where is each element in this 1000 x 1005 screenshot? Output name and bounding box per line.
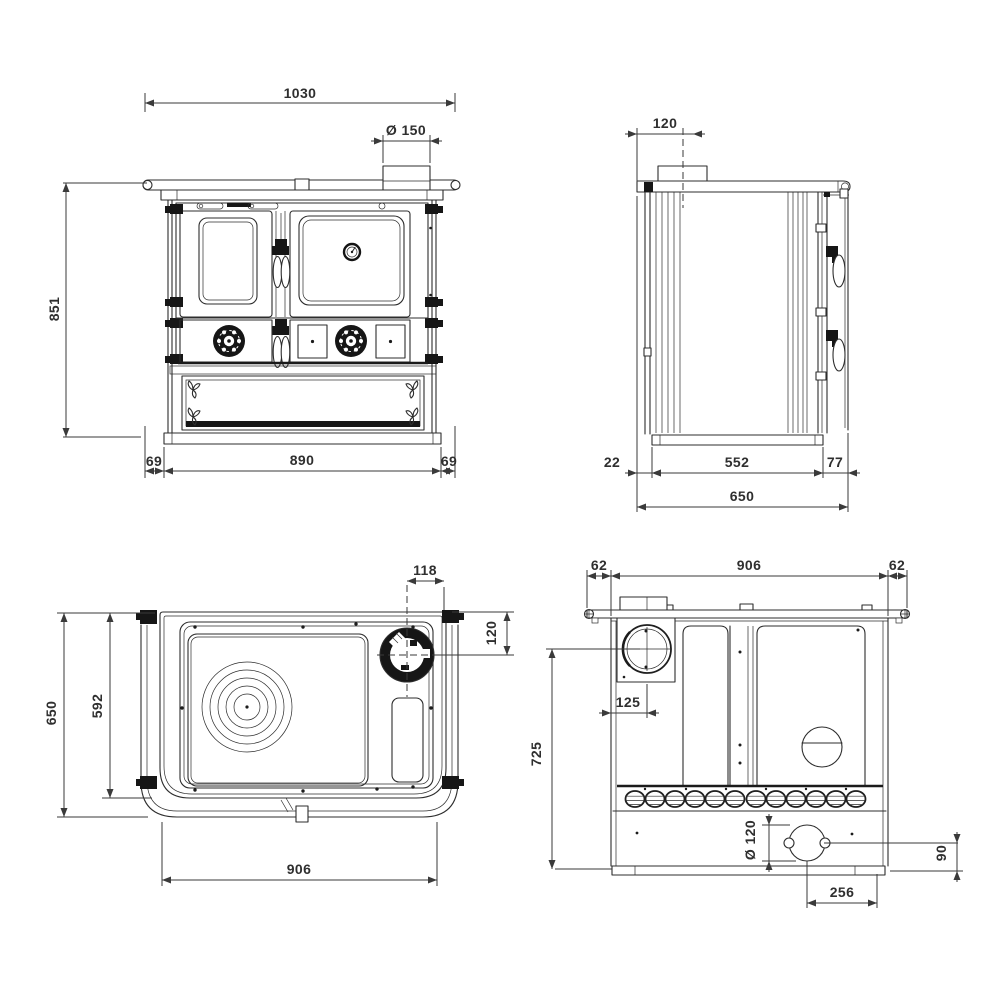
dim-side-flue-offset: 120 xyxy=(653,115,678,131)
front-flue-stub xyxy=(382,165,431,191)
dim-top-depth: 650 xyxy=(43,701,59,726)
ash-drawer xyxy=(181,375,425,431)
front-worktop xyxy=(160,189,444,201)
dim-front-base-width: 890 xyxy=(290,452,315,468)
front-shelf xyxy=(169,365,437,375)
side-base-plinth xyxy=(651,434,824,446)
dim-rear-outlet-diameter: Ø 120 xyxy=(742,820,758,860)
top-dimensions: 118 120 650 592 906 xyxy=(43,562,514,886)
rear-flue-outlet xyxy=(616,617,676,683)
top-view: 118 120 650 592 906 xyxy=(43,562,514,886)
side-body xyxy=(643,191,808,435)
hotplate xyxy=(187,633,369,787)
oven-door xyxy=(289,210,411,318)
dim-side-rear-overhang: 22 xyxy=(604,454,620,470)
dim-front-left-overhang: 69 xyxy=(146,453,162,469)
front-base-plinth xyxy=(163,432,442,445)
side-worktop xyxy=(636,180,851,193)
dim-top-top-depth: 592 xyxy=(89,694,105,719)
side-view: 120 22 552 77 650 xyxy=(604,115,860,512)
rear-base-plinth xyxy=(611,865,886,876)
top-screws xyxy=(180,622,433,793)
dim-top-front-width: 906 xyxy=(287,861,312,877)
dim-side-base-depth: 552 xyxy=(725,454,750,470)
front-dimensions: 1030 Ø 150 851 69 890 69 xyxy=(46,85,457,478)
dim-rear-right-overhang: 62 xyxy=(889,557,905,573)
dim-side-front-overhang: 77 xyxy=(827,454,843,470)
side-flue-stub xyxy=(657,128,708,208)
rear-vent-band xyxy=(612,784,887,812)
side-door-edge xyxy=(815,188,849,434)
dim-front-width: 1030 xyxy=(284,85,317,101)
top-flue-collar xyxy=(377,585,437,697)
oven-thermometer-icon xyxy=(342,242,362,262)
dim-top-flue-from-back: 120 xyxy=(483,621,499,646)
rear-dimensions: 62 906 62 125 725 Ø 120 90 256 xyxy=(528,557,963,908)
rear-flue-stub xyxy=(619,596,668,611)
front-towel-rail xyxy=(142,178,461,191)
dim-rear-flue-height: 725 xyxy=(528,742,544,767)
rear-body xyxy=(610,617,889,867)
dim-rear-outlet-height: 90 xyxy=(933,845,949,861)
dim-rear-flue-from-left: 125 xyxy=(616,694,641,710)
rear-worktop-bar xyxy=(583,603,911,624)
door-hinges xyxy=(165,204,443,364)
dim-rear-body-width: 906 xyxy=(737,557,762,573)
dim-top-flue-offset: 118 xyxy=(413,562,437,578)
door-handles xyxy=(272,211,291,369)
front-view: 1030 Ø 150 851 69 890 69 xyxy=(46,85,461,478)
warming-recess xyxy=(391,697,424,783)
rear-panels xyxy=(682,625,866,786)
rear-view: 62 906 62 125 725 Ø 120 90 256 xyxy=(528,557,963,908)
air-control-band xyxy=(175,317,429,365)
dim-rear-left-overhang: 62 xyxy=(591,557,607,573)
dim-front-height: 851 xyxy=(46,297,62,322)
dim-front-flue-diameter: Ø 150 xyxy=(386,122,426,138)
dim-front-right-overhang: 69 xyxy=(441,453,457,469)
side-dimensions: 120 22 552 77 650 xyxy=(604,115,860,512)
firebox-door xyxy=(179,210,273,318)
dim-side-depth: 650 xyxy=(730,488,755,504)
dim-rear-outlet-from-right: 256 xyxy=(830,884,855,900)
